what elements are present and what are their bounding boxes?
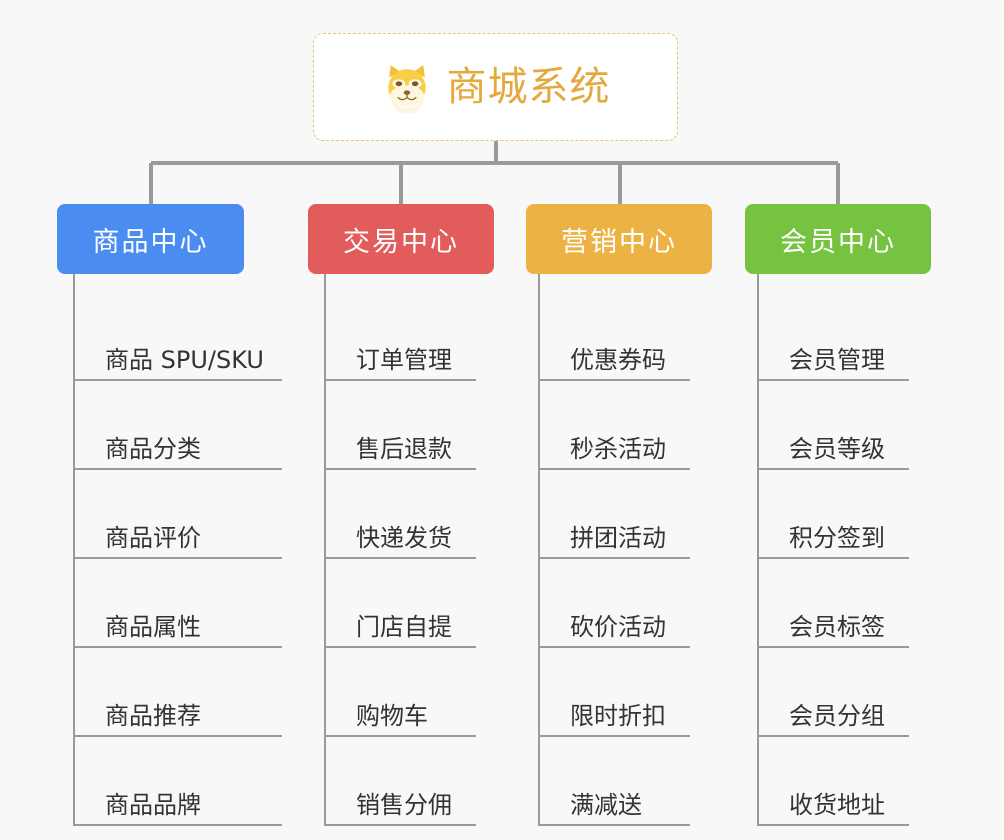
branch-label: 商品中心 xyxy=(92,226,209,258)
leaf-label: 商品推荐 xyxy=(105,701,201,730)
leaf-item[interactable]: 商品分类 xyxy=(73,381,282,470)
leaf-item[interactable]: 商品评价 xyxy=(73,470,282,559)
leaf-list-member-center: 会员管理 会员等级 积分签到 会员标签 会员分组 收货地址 xyxy=(745,274,931,826)
leaf-label: 购物车 xyxy=(356,701,428,730)
leaf-item[interactable]: 商品品牌 xyxy=(73,737,282,826)
leaf-item[interactable]: 拼团活动 xyxy=(538,470,690,559)
shiba-dog-face-icon xyxy=(387,65,426,113)
leaf-label: 会员分组 xyxy=(789,701,885,730)
root-title: 商城系统 xyxy=(446,64,611,110)
branch-product-center: 商品中心 商品 SPU/SKU 商品分类 商品评价 商品属性 商品推荐 商品品牌 xyxy=(57,204,282,826)
leaf-label: 销售分佣 xyxy=(356,790,452,819)
leaf-label: 会员等级 xyxy=(789,434,885,463)
leaf-item[interactable]: 商品 SPU/SKU xyxy=(73,292,282,381)
branch-member-center: 会员中心 会员管理 会员等级 积分签到 会员标签 会员分组 收货地址 xyxy=(745,204,931,826)
leaf-item[interactable]: 商品属性 xyxy=(73,559,282,648)
leaf-label: 门店自提 xyxy=(356,612,452,641)
leaf-label: 优惠券码 xyxy=(570,345,666,374)
leaf-list-trade-center: 订单管理 售后退款 快递发货 门店自提 购物车 销售分佣 xyxy=(308,274,494,826)
leaf-item[interactable]: 购物车 xyxy=(324,648,476,737)
leaf-label: 商品品牌 xyxy=(105,790,201,819)
leaf-list-marketing-center: 优惠券码 秒杀活动 拼团活动 砍价活动 限时折扣 满减送 xyxy=(526,274,712,826)
leaf-item[interactable]: 门店自提 xyxy=(324,559,476,648)
branch-label: 交易中心 xyxy=(343,226,459,258)
leaf-item[interactable]: 会员等级 xyxy=(757,381,909,470)
leaf-label: 满减送 xyxy=(570,790,642,819)
leaf-label: 快递发货 xyxy=(356,523,452,552)
leaf-item[interactable]: 限时折扣 xyxy=(538,648,690,737)
leaf-spine xyxy=(538,274,540,826)
leaf-label: 限时折扣 xyxy=(570,701,666,730)
leaf-label: 商品 SPU/SKU xyxy=(105,345,264,374)
branch-header-member-center[interactable]: 会员中心 xyxy=(745,204,931,274)
leaf-item[interactable]: 售后退款 xyxy=(324,381,476,470)
branch-label: 会员中心 xyxy=(780,226,896,258)
leaf-spine xyxy=(757,274,759,826)
leaf-label: 商品分类 xyxy=(105,434,201,463)
branch-label: 营销中心 xyxy=(561,226,677,258)
leaf-item[interactable]: 砍价活动 xyxy=(538,559,690,648)
branch-header-marketing-center[interactable]: 营销中心 xyxy=(526,204,712,274)
leaf-spine xyxy=(73,274,75,826)
leaf-label: 会员管理 xyxy=(789,345,885,374)
leaf-label: 砍价活动 xyxy=(570,612,666,641)
leaf-item[interactable]: 会员管理 xyxy=(757,292,909,381)
leaf-label: 订单管理 xyxy=(356,345,452,374)
leaf-spine xyxy=(324,274,326,826)
leaf-item[interactable]: 销售分佣 xyxy=(324,737,476,826)
leaf-label: 拼团活动 xyxy=(570,523,666,552)
leaf-label: 秒杀活动 xyxy=(570,434,666,463)
branch-header-product-center[interactable]: 商品中心 xyxy=(57,204,244,274)
leaf-label: 商品属性 xyxy=(105,612,201,641)
leaf-item[interactable]: 会员标签 xyxy=(757,559,909,648)
leaf-item[interactable]: 优惠券码 xyxy=(538,292,690,381)
root-node[interactable]: 商城系统 xyxy=(313,33,678,141)
leaf-list-product-center: 商品 SPU/SKU 商品分类 商品评价 商品属性 商品推荐 商品品牌 xyxy=(57,274,282,826)
branch-header-trade-center[interactable]: 交易中心 xyxy=(308,204,494,274)
leaf-item[interactable]: 会员分组 xyxy=(757,648,909,737)
leaf-label: 售后退款 xyxy=(356,434,452,463)
leaf-item[interactable]: 商品推荐 xyxy=(73,648,282,737)
leaf-item[interactable]: 快递发货 xyxy=(324,470,476,559)
branch-marketing-center: 营销中心 优惠券码 秒杀活动 拼团活动 砍价活动 限时折扣 满减送 xyxy=(526,204,712,826)
leaf-item[interactable]: 满减送 xyxy=(538,737,690,826)
leaf-item[interactable]: 积分签到 xyxy=(757,470,909,559)
leaf-label: 商品评价 xyxy=(105,523,201,552)
leaf-item[interactable]: 秒杀活动 xyxy=(538,381,690,470)
leaf-label: 收货地址 xyxy=(789,790,885,819)
leaf-item[interactable]: 收货地址 xyxy=(757,737,909,826)
leaf-item[interactable]: 订单管理 xyxy=(324,292,476,381)
leaf-label: 积分签到 xyxy=(789,523,885,552)
branch-trade-center: 交易中心 订单管理 售后退款 快递发货 门店自提 购物车 销售分佣 xyxy=(308,204,494,826)
leaf-label: 会员标签 xyxy=(789,612,885,641)
